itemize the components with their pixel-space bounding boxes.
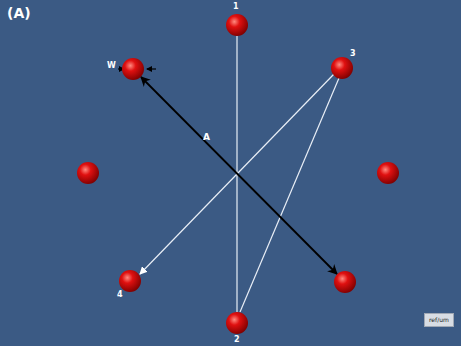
red-spheres [77,14,399,334]
connecting-lines [118,36,339,312]
callout-number: 2 [234,336,240,344]
callout-number: 1 [233,3,239,11]
callout-letter: A [203,133,210,142]
callout-letter: W [107,62,116,70]
button-label: ref/um [424,313,454,327]
panel-letter: (A) [7,6,31,20]
callout-number: 3 [350,50,356,58]
callout-number: 4 [117,291,123,299]
